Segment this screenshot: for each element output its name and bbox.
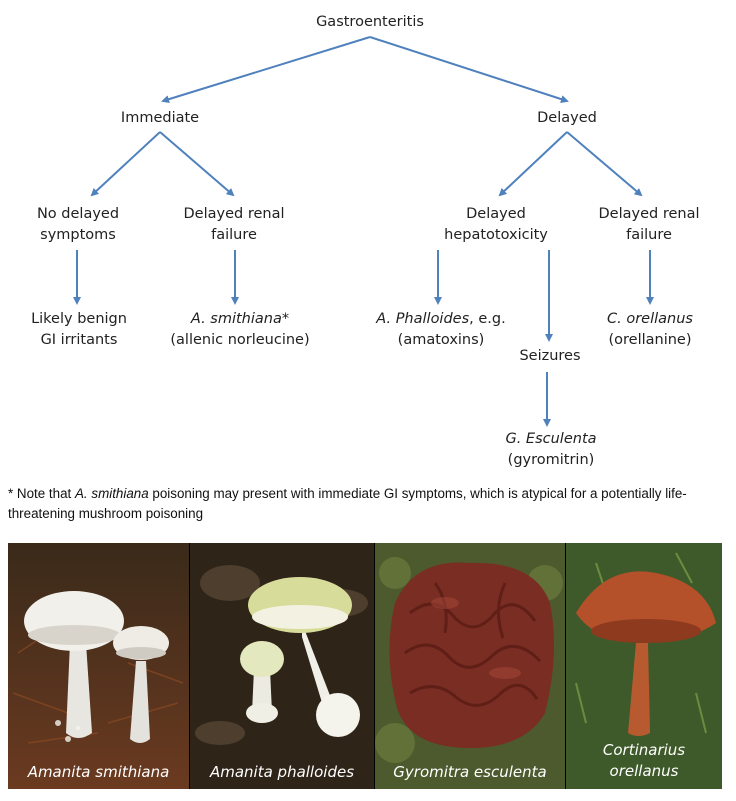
photo-amanita-smithiana: Amanita smithiana (8, 543, 189, 789)
arrow-delayed-to-hepato (498, 131, 568, 197)
phalloides-toxin: (amatoxins) (397, 332, 485, 348)
smithiana-toxin: (allenic norleucine) (170, 332, 310, 348)
arrow-root-to-delayed (369, 36, 569, 103)
smithiana-name: A. smithiana (190, 311, 282, 327)
orellanus-toxin: (orellanine) (608, 332, 692, 348)
orellanus-name: C. orellanus (607, 311, 693, 327)
caption-amanita-phalloides: Amanita phalloides (209, 763, 355, 781)
amanita-phalloides-image (190, 543, 374, 789)
node-gastroenteritis: Gastroenteritis (316, 14, 424, 30)
arrow-root-to-immediate (161, 36, 371, 104)
caption-gyromitra-esculenta: Gyromitra esculenta (393, 763, 547, 781)
node-seizures: Seizures (519, 348, 581, 364)
gyromitra-esculenta-image (375, 543, 565, 789)
node-immediate: Immediate (120, 110, 200, 126)
phalloides-name: A. Phalloides (376, 311, 470, 327)
esculenta-toxin: (gyromitrin) (507, 452, 595, 468)
node-g-esculenta: G. Esculenta (gyromitrin) (505, 429, 596, 471)
node-a-smithiana: A. smithiana* (allenic norleucine) (170, 309, 309, 351)
node-likely-benign: Likely benign GI irritants (31, 311, 127, 348)
footnote: * Note that A. smithiana poisoning may p… (8, 486, 687, 521)
mushroom-photo-strip: Amanita smithiana Amanita phalloides (8, 543, 722, 789)
arrow-immediate-to-renal (159, 131, 235, 197)
caption-cortinarius-orellanus: Cortinarius orellanus (602, 741, 686, 780)
caption-amanita-smithiana: Amanita smithiana (27, 763, 170, 781)
footnote-species: A. smithiana (75, 486, 149, 501)
node-delayed-renal-failure-b: Delayed renal failure (598, 206, 700, 243)
node-delayed-renal-failure-a: Delayed renal failure (183, 206, 285, 243)
node-c-orellanus: C. orellanus (orellanine) (607, 309, 693, 351)
photo-amanita-phalloides: Amanita phalloides (190, 543, 374, 789)
arrow-delayed-to-renal (566, 131, 643, 197)
node-delayed-hepatotoxicity: Delayed hepatotoxicity (444, 206, 548, 243)
arrow-immediate-to-no-delayed (90, 131, 161, 197)
phalloides-suffix: , e.g. (469, 311, 506, 327)
esculenta-name: G. Esculenta (505, 431, 597, 447)
node-no-delayed-symptoms: No delayed symptoms (36, 206, 120, 243)
node-a-phalloides: A. Phalloides, e.g. (amatoxins) (376, 309, 505, 351)
asterisk-mark: * (281, 311, 290, 327)
node-delayed: Delayed (537, 110, 597, 126)
photo-cortinarius-orellanus: Cortinarius orellanus (566, 543, 722, 789)
amanita-smithiana-image (8, 543, 189, 789)
diagram-arrows (73, 36, 654, 427)
cortinarius-orellanus-image (566, 543, 722, 789)
photo-gyromitra-esculenta: Gyromitra esculenta (375, 543, 565, 789)
